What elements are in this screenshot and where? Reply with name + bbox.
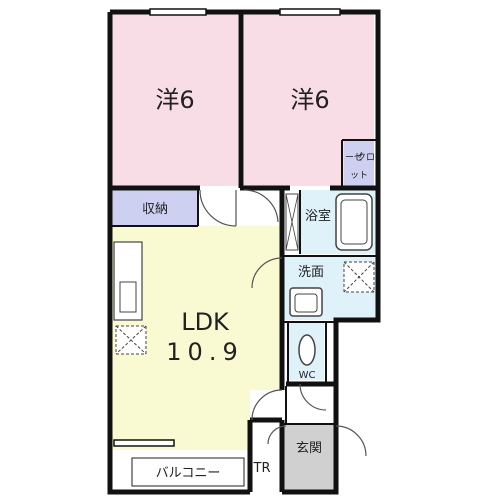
closet-fill — [344, 140, 374, 186]
balcony-label: バルコニー — [156, 466, 221, 481]
closet-label-b: ーゼ — [345, 151, 363, 163]
closet-label-a: クロ — [357, 152, 375, 163]
thin-walls — [112, 139, 376, 425]
ldk-area: 10.9 — [166, 338, 243, 366]
room-western-left-label: 洋6 — [155, 86, 194, 114]
storage-fill — [112, 190, 198, 226]
washbasin-fixture — [289, 287, 323, 317]
entrance-fill — [284, 424, 334, 492]
room-western-right-label: 洋6 — [290, 86, 329, 114]
washroom-label: 洗面 — [298, 265, 324, 280]
room-ldk-fill — [112, 226, 282, 450]
toilet-fixture — [298, 334, 316, 366]
balcony-fill — [131, 457, 245, 487]
windows — [113, 8, 341, 447]
room-western-left-fill — [112, 14, 238, 186]
trunk-room-label: TR — [253, 461, 271, 476]
kitchen-counter — [113, 241, 143, 321]
toilet-label: WC — [299, 370, 316, 381]
bathtub-fixture — [335, 193, 373, 251]
door-swings — [199, 189, 367, 457]
closet-label-c: ット — [350, 171, 368, 181]
storage-label: 収納 — [142, 202, 168, 217]
entrance-label: 玄関 — [296, 441, 322, 456]
ldk-label: LDK — [181, 308, 230, 336]
bath-label: 浴室 — [305, 208, 331, 224]
